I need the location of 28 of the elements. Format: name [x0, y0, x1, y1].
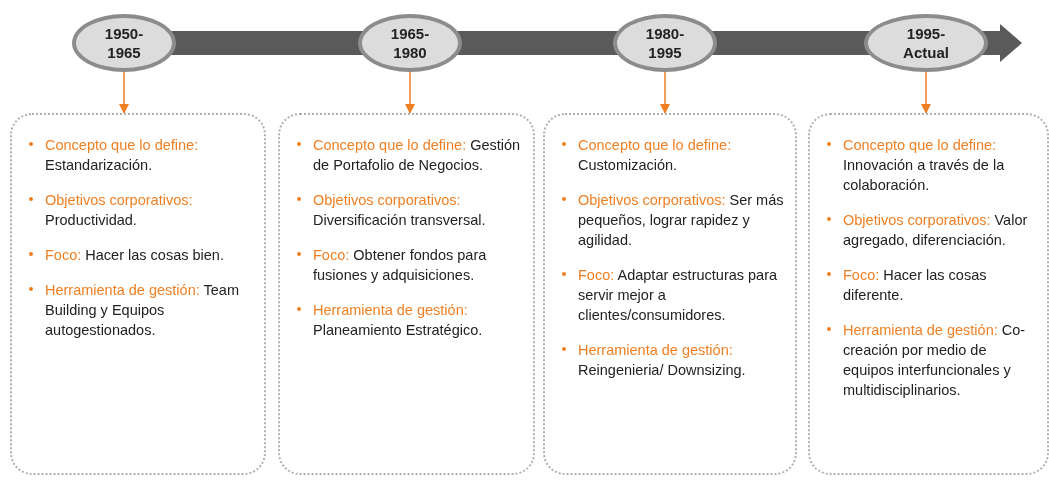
- bullet-text: Concepto que lo define: Estandarización.: [45, 136, 200, 175]
- bullet-text: Foco: Hacer las cosas diferente.: [843, 266, 988, 305]
- bullet-text: Objetivos corporativos: Productividad.: [45, 191, 194, 230]
- bullet-text: Herramienta de gestión: Team Building y Equipos autogestionados.: [45, 281, 240, 340]
- arrow: [659, 71, 671, 115]
- bullet-text: Foco: Hacer las cosas bien.: [45, 246, 224, 265]
- bullet-text: Herramienta de gestión: Reingenieria/ Downsizing.: [578, 341, 747, 380]
- bullet-text: Objetivos corporativos: Diversificación transversal.: [313, 191, 487, 230]
- bullet-text: Objetivos corporativos: Ser más pequeños, lograr rapidez y agilidad.: [578, 191, 785, 250]
- bullet-text: Foco: Adaptar estructuras para servir mejor a clientes/consumidores.: [578, 266, 779, 325]
- bullet-text: Foco: Obtener fondos para fusiones y adquisiciones.: [313, 246, 488, 285]
- arrow: [118, 71, 130, 115]
- year-oval: 1995- Actual: [864, 14, 988, 72]
- arrow: [404, 71, 416, 115]
- info-card: [543, 113, 797, 475]
- bullet-text: Concepto que lo define: Customización.: [578, 136, 733, 175]
- arrow: [920, 71, 932, 115]
- info-card: [10, 113, 266, 475]
- year-oval: 1980- 1995: [613, 14, 717, 72]
- year-oval: 1965- 1980: [358, 14, 462, 72]
- bullet-text: Herramienta de gestión: Planeamiento Estratégico.: [313, 301, 484, 340]
- info-card: [808, 113, 1049, 475]
- bullet-text: Herramienta de gestión: Co-creación por medio de equipos interfuncionales y multidisciplinarios.: [843, 321, 1027, 400]
- info-card: [278, 113, 535, 475]
- year-oval: 1950- 1965: [72, 14, 176, 72]
- bullet-text: Concepto que lo define: Gestión de Portafolio de Negocios.: [313, 136, 522, 175]
- bullet-text: Concepto que lo define: Innovación a través de la colaboración.: [843, 136, 1006, 195]
- bullet-text: Objetivos corporativos: Valor agregado, diferenciación.: [843, 211, 1029, 250]
